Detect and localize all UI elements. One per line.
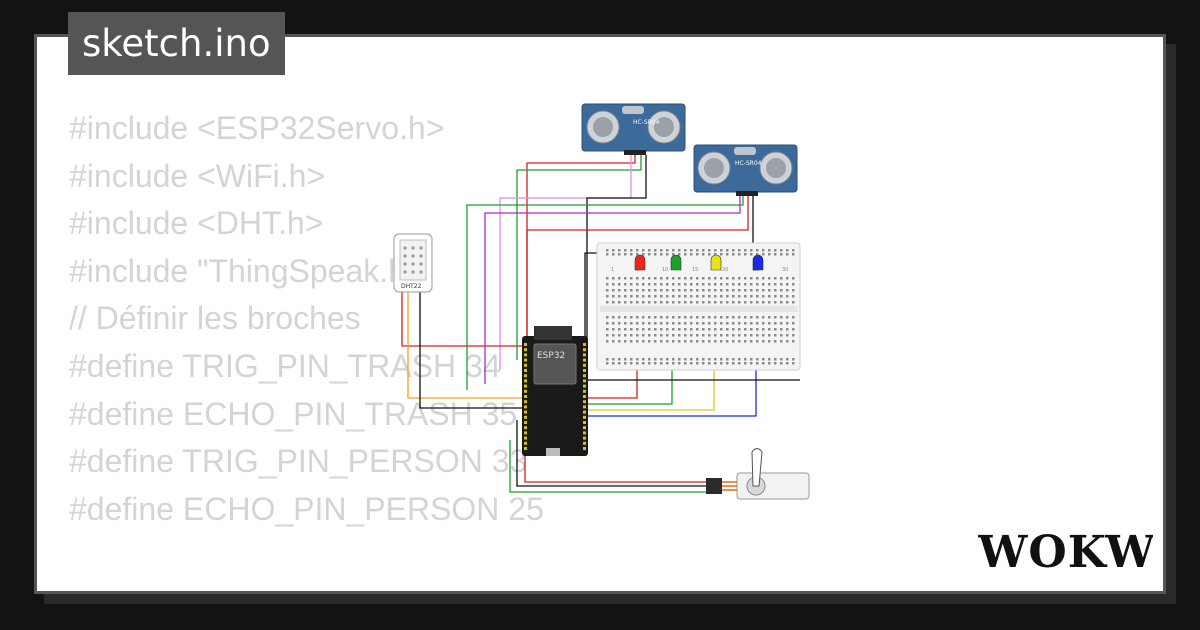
dht-label: DHT22	[401, 283, 422, 290]
us1-label: HC-SR04	[633, 119, 660, 126]
ultrasonic-sensor-2: HC-SR04	[693, 144, 798, 196]
file-tab[interactable]: sketch.ino	[68, 12, 285, 75]
wire-black-us1	[586, 155, 647, 382]
code-line: #include <DHT.h>	[69, 205, 324, 242]
bb-mark: 10	[662, 267, 668, 273]
dht22-sensor: DHT22	[393, 233, 433, 293]
breadboard: 1 5 10 15 20 25 30	[596, 242, 801, 371]
wire-green-us1	[516, 155, 642, 360]
esp32-label: ESP32	[537, 351, 565, 361]
code-line: #define TRIG_PIN_PERSON 33	[69, 443, 528, 480]
wire-black-dht	[419, 290, 523, 409]
wire-green-servo	[509, 440, 706, 493]
wire-red-dht	[401, 290, 523, 347]
wire-red-us2	[526, 192, 749, 375]
led-3	[752, 254, 764, 271]
wire-green-us2	[466, 192, 744, 390]
us2-label: HC-SR04	[735, 160, 762, 167]
wire-pink-us1	[499, 155, 632, 370]
wire-orange-dht	[407, 290, 523, 399]
code-line: #define ECHO_PIN_PERSON 25	[69, 490, 544, 527]
ultrasonic-sensor-1: HC-SR04	[581, 103, 686, 155]
wire-purple-us2	[484, 192, 741, 384]
wire-black-servo	[516, 420, 706, 487]
led-0	[634, 254, 646, 271]
wire-red-servo	[524, 445, 706, 483]
code-line: // Définir les broches	[69, 300, 361, 337]
led-1	[670, 254, 682, 271]
card-shadow-right	[1166, 44, 1176, 604]
esp32-board: ESP32	[522, 326, 588, 456]
bb-mark: 1	[611, 267, 614, 273]
led-2	[710, 254, 722, 271]
wokwi-logo-text: WOKWi	[978, 527, 1153, 575]
servo-motor	[706, 448, 810, 500]
bb-mark: 20	[722, 267, 728, 273]
wokwi-logo: WOKWi	[978, 527, 1153, 575]
led-group	[634, 254, 764, 271]
code-line: #define ECHO_PIN_TRASH 35	[69, 395, 518, 432]
code-line: #include <ESP32Servo.h>	[69, 110, 445, 146]
bb-mark: 30	[782, 267, 788, 273]
code-line: #include <WiFi.h>	[69, 157, 326, 194]
card-shadow-bottom	[44, 594, 1176, 604]
code-line: #include "ThingSpeak.h"	[69, 252, 418, 289]
code-line: #define TRIG_PIN_TRASH 34	[69, 347, 501, 384]
bb-mark: 15	[692, 267, 698, 273]
code-preview: #include <ESP32Servo.h> #include <WiFi.h>…	[69, 105, 544, 533]
